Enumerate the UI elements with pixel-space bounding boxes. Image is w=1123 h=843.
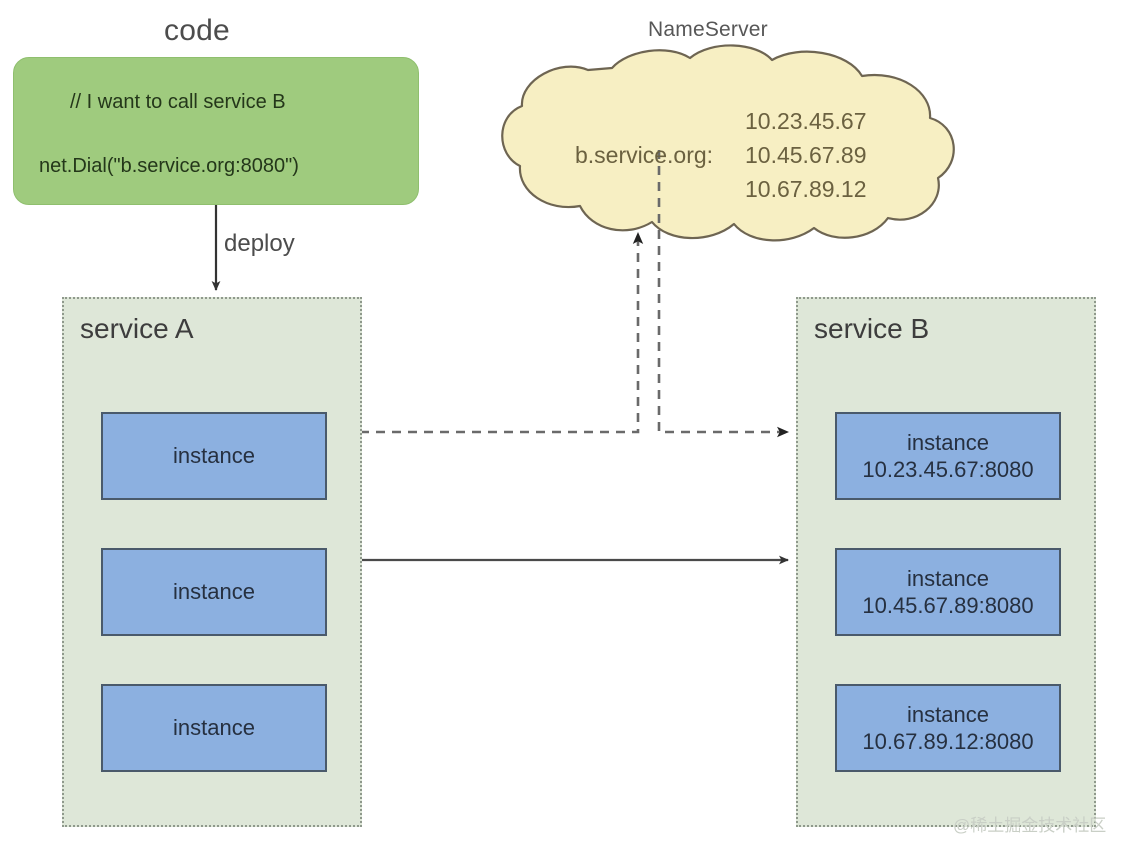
service-a-instance-3: instance: [101, 684, 327, 772]
instance-address: 10.45.67.89:8080: [862, 593, 1034, 618]
nameserver-ip-2: 10.45.67.89: [745, 142, 867, 168]
service-a-instance-1: instance: [101, 412, 327, 500]
service-b-instance-3: instance 10.67.89.12:8080: [835, 684, 1061, 772]
service-b-instance-2: instance 10.45.67.89:8080: [835, 548, 1061, 636]
instance-label: instance: [907, 565, 989, 591]
instance-address: 10.23.45.67:8080: [862, 457, 1034, 482]
code-box: // I want to call service B net.Dial("b.…: [13, 57, 419, 205]
service-a-title: service A: [80, 313, 194, 344]
service-b-instance-1: instance 10.23.45.67:8080: [835, 412, 1061, 500]
instance-label: instance: [907, 701, 989, 727]
instance-label: instance: [173, 579, 255, 605]
nameserver-record-group: b.service.org: 10.23.45.67 10.45.67.89 1…: [505, 48, 967, 248]
nameserver-ip-3: 10.67.89.12: [745, 176, 867, 202]
instance-label: instance: [173, 715, 255, 741]
code-dial-line: net.Dial("b.service.org:8080"): [39, 155, 299, 177]
instance-label: instance: [173, 443, 255, 469]
watermark: @稀土掘金技术社区: [953, 816, 1107, 835]
deploy-label: deploy: [224, 230, 295, 257]
service-a-container: service A instance instance instance: [62, 297, 362, 827]
service-b-container: service B instance 10.23.45.67:8080 inst…: [796, 297, 1096, 827]
code-title: code: [164, 14, 230, 47]
nameserver-domain: b.service.org:: [575, 142, 714, 168]
service-b-title: service B: [814, 313, 930, 344]
nameserver-title: NameServer: [648, 18, 768, 41]
nameserver-ip-1: 10.23.45.67: [745, 108, 867, 134]
lookup-arrow: [328, 232, 644, 434]
instance-address: 10.67.89.12:8080: [862, 729, 1034, 754]
instance-label: instance: [907, 429, 989, 455]
code-comment-line: // I want to call service B: [70, 91, 286, 113]
service-a-instance-2: instance: [101, 548, 327, 636]
